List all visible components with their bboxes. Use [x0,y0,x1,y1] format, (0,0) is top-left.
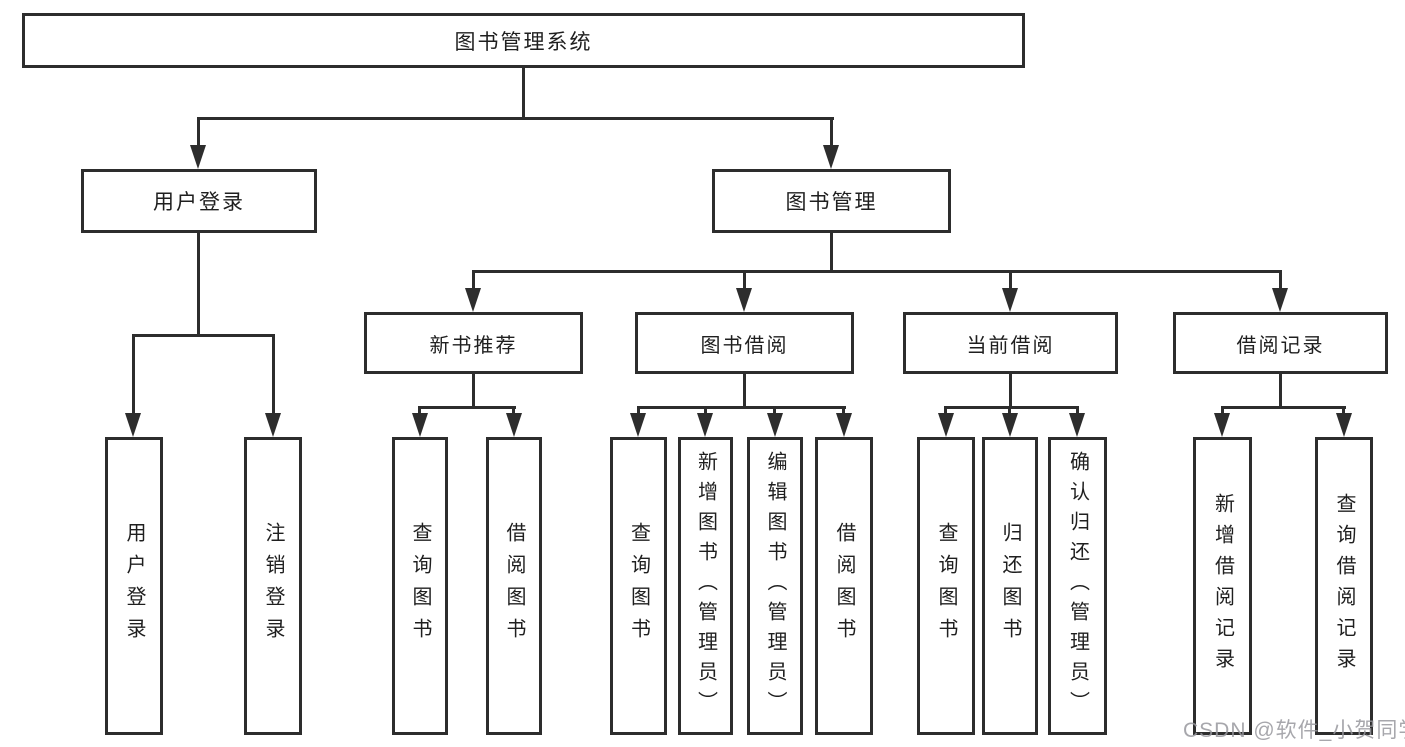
connector-line [1342,406,1345,416]
connector-line [1221,406,1224,416]
connector-line [272,334,275,415]
node-leaf-nbr-query-book: 查询图书 [392,437,448,735]
connector-line [132,334,275,337]
arrowhead-down [1002,413,1018,437]
node-leaf-nbr-borrow-book: 借阅图书 [486,437,542,735]
node-borrow-records: 借阅记录 [1173,312,1388,374]
connector-line [1279,374,1282,408]
node-leaf-bb-borrow-book-label: 借阅图书 [833,522,855,650]
connector-line [637,406,846,409]
node-current-borrow: 当前借阅 [903,312,1118,374]
node-leaf-cb-return-book: 归还图书 [982,437,1038,735]
connector-line [743,270,746,290]
node-leaf-cb-return-book-label: 归还图书 [999,522,1021,650]
node-leaf-user-login: 用户登录 [105,437,163,735]
node-leaf-cb-query-book-label: 查询图书 [935,522,957,650]
connector-line [944,406,1079,409]
connector-line [830,117,833,148]
node-leaf-br-query-record-label: 查询借阅记录 [1333,493,1355,679]
node-leaf-br-add-record-label: 新增借阅记录 [1211,493,1234,679]
node-book-borrow-label: 图书借阅 [700,334,789,357]
connector-line [743,374,746,408]
arrowhead-down [630,413,646,437]
connector-line [418,406,421,416]
connector-line [1009,270,1012,290]
connector-line [1279,270,1282,290]
arrowhead-down [1069,413,1085,437]
connector-line [1009,374,1012,408]
node-root: 图书管理系统 [22,13,1025,68]
node-leaf-cb-confirm-return: 确认归还（管理员） [1048,437,1107,735]
connector-line [842,406,845,416]
arrowhead-down [1214,413,1230,437]
node-book-mgmt: 图书管理 [712,169,951,233]
connector-line [1076,406,1079,416]
node-new-book-rec-label: 新书推荐 [429,334,518,357]
node-leaf-bb-query-book: 查询图书 [610,437,667,735]
connector-line [944,406,947,416]
node-leaf-user-login-label: 用户登录 [123,522,145,650]
arrowhead-down [1002,288,1018,312]
arrowhead-down [823,145,839,169]
arrowhead-down [412,413,428,437]
node-user-login: 用户登录 [81,169,317,233]
arrowhead-down [836,413,852,437]
arrowhead-down [767,413,783,437]
arrowhead-down [1336,413,1352,437]
connector-line [197,117,834,120]
connector-line [522,68,525,119]
node-leaf-logout: 注销登录 [244,437,302,735]
node-leaf-br-add-record: 新增借阅记录 [1193,437,1252,735]
node-leaf-cb-confirm-return-label: 确认归还（管理员） [1066,451,1089,721]
connector-line [472,374,475,408]
node-leaf-bb-edit-book-label: 编辑图书（管理员） [764,451,786,721]
node-leaf-cb-query-book: 查询图书 [917,437,975,735]
connector-line [1008,406,1011,416]
node-leaf-logout-label: 注销登录 [262,522,284,650]
node-leaf-bb-query-book-label: 查询图书 [627,522,650,650]
arrowhead-down [465,288,481,312]
node-leaf-nbr-query-book-label: 查询图书 [409,522,431,650]
connector-line [472,270,1282,273]
node-leaf-nbr-borrow-book-label: 借阅图书 [503,522,525,650]
node-user-login-label: 用户登录 [153,191,245,214]
arrowhead-down [265,413,281,437]
connector-line [704,406,707,416]
node-root-label: 图书管理系统 [454,30,593,54]
connector-line [472,270,475,290]
arrowhead-down [1272,288,1288,312]
connector-line [418,406,516,409]
connector-line [830,233,833,272]
csdn-watermark: CSDN @软件_小贺同学 [1183,719,1405,742]
node-leaf-bb-add-book: 新增图书（管理员） [678,437,733,735]
connector-line [512,406,515,416]
arrowhead-down [125,413,141,437]
connector-line [197,233,200,336]
connector-line [637,406,640,416]
node-borrow-records-label: 借阅记录 [1236,334,1325,357]
arrowhead-down [736,288,752,312]
node-book-borrow: 图书借阅 [635,312,854,374]
node-leaf-br-query-record: 查询借阅记录 [1315,437,1373,735]
node-book-mgmt-label: 图书管理 [785,191,878,214]
node-leaf-bb-borrow-book: 借阅图书 [815,437,873,735]
node-current-borrow-label: 当前借阅 [966,334,1055,357]
connector-line [197,117,200,148]
arrowhead-down [938,413,954,437]
arrowhead-down [506,413,522,437]
node-leaf-bb-add-book-label: 新增图书（管理员） [694,451,717,721]
connector-line [132,334,135,415]
node-new-book-rec: 新书推荐 [364,312,583,374]
connector-line [1221,406,1346,409]
node-leaf-bb-edit-book: 编辑图书（管理员） [747,437,803,735]
connector-line [773,406,776,416]
arrowhead-down [697,413,713,437]
arrowhead-down [190,145,206,169]
